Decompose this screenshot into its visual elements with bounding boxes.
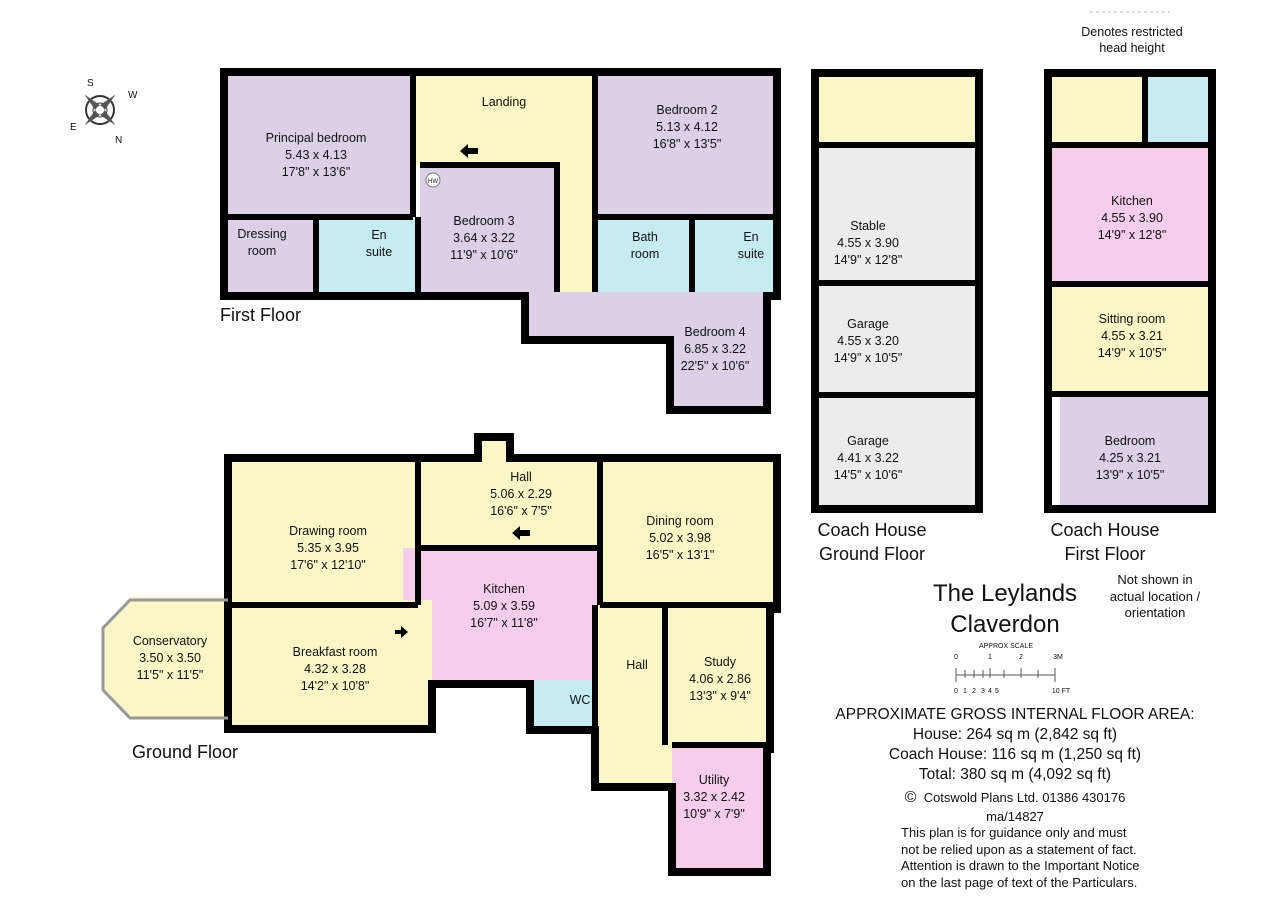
hot-water-cylinder-icon — [425, 172, 441, 188]
coach-house-ground-plan — [811, 69, 983, 513]
bathroom-area — [595, 217, 692, 292]
svg-text:S: S — [87, 78, 94, 89]
drawing-room-area — [232, 462, 418, 605]
floor-area-summary: APPROXIMATE GROSS INTERNAL FLOOR AREA:Ho… — [835, 706, 1195, 783]
svg-text:HW: HW — [428, 179, 438, 185]
ground-floor-plan — [101, 433, 781, 876]
compass-icon — [84, 94, 116, 126]
scale-title: APPROX SCALE — [978, 643, 1034, 650]
garage-2-area — [819, 395, 975, 507]
scale-tick-ft: 10 FT — [1051, 688, 1071, 695]
scale-tick-ft: 5 — [995, 688, 999, 695]
kitchen-area — [403, 548, 600, 680]
room-label: WC — [569, 693, 591, 707]
hall-area — [418, 462, 600, 548]
first-floor-label: First Floor — [220, 305, 301, 325]
dressing-room-area — [228, 217, 316, 292]
first-floor-plan: HW — [220, 68, 781, 414]
breakfast-room-area — [232, 600, 432, 725]
svg-text:N: N — [115, 135, 122, 146]
en-suite-area — [316, 217, 418, 292]
entrance-arrow-icon — [395, 626, 408, 638]
scale-tick-m: 2 — [1019, 654, 1023, 661]
room-label: Landing — [481, 95, 527, 109]
conservatory-area — [103, 597, 232, 718]
scale-tick-ft: 0 — [954, 688, 958, 695]
bedroom-3-area — [420, 165, 557, 292]
scale-tick-m: 3M — [1053, 654, 1063, 661]
bedroom-4-area — [525, 292, 767, 410]
ground-floor-label: Ground Floor — [132, 742, 239, 762]
en-suite-2-area — [692, 217, 773, 292]
scale-tick-ft: 4 — [988, 688, 992, 695]
coach-house-first-plan — [1044, 11, 1216, 513]
landing-area — [413, 76, 595, 165]
coach-bedroom-area — [1060, 392, 1208, 507]
room-label: Hall — [626, 658, 648, 672]
first-floor-outer-wall — [220, 68, 781, 414]
scale-tick-m: 0 — [954, 654, 958, 661]
stable-area — [819, 145, 975, 283]
garage-1-area — [819, 283, 975, 395]
bedroom-2-area — [595, 76, 773, 217]
hall-2-area — [595, 605, 672, 785]
landing-corridor-area — [557, 165, 595, 292]
svg-text:W: W — [128, 90, 138, 101]
stairs-arrow-icon-2 — [512, 526, 530, 540]
ground-floor-outer-wall — [224, 433, 781, 876]
study-area — [665, 605, 770, 745]
scale-tick-ft: 2 — [972, 688, 976, 695]
principal-bedroom-area — [228, 76, 413, 217]
utility-area — [672, 745, 767, 868]
coach-kitchen-area — [1052, 142, 1208, 282]
scale-tick-m: 1 — [988, 654, 992, 661]
wc-area — [530, 680, 595, 730]
scale-tick-ft: 3 — [981, 688, 985, 695]
svg-text:E: E — [70, 122, 77, 133]
sitting-room-area — [1052, 282, 1208, 392]
scale-tick-ft: 1 — [963, 688, 967, 695]
scale-bar — [955, 668, 1056, 682]
stairs-arrow-icon — [460, 144, 478, 158]
dining-room-area — [600, 462, 773, 605]
